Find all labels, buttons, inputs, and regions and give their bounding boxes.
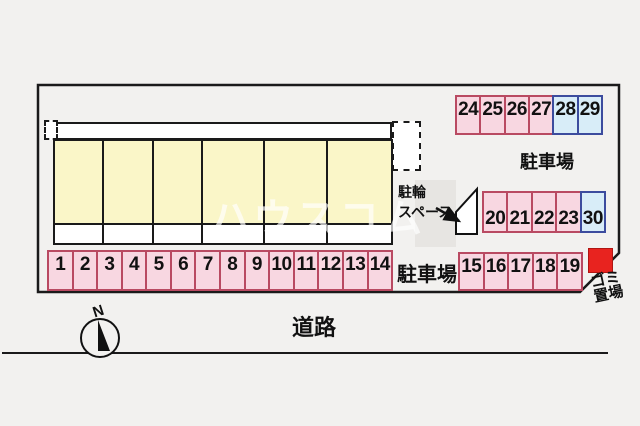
strip-cell-4 bbox=[203, 225, 266, 243]
parking-space-18: 18 bbox=[531, 252, 559, 291]
parking-space-10: 10 bbox=[268, 250, 295, 291]
parking-space-25: 25 bbox=[479, 95, 506, 135]
parking-space-14: 14 bbox=[366, 250, 394, 291]
parking-space-17: 17 bbox=[507, 252, 534, 291]
parking-space-16: 16 bbox=[482, 252, 510, 291]
building-bottom-strip bbox=[53, 223, 393, 245]
strip-cell-3 bbox=[154, 225, 204, 243]
parking-space-9: 9 bbox=[243, 250, 271, 291]
building-unit-2 bbox=[104, 141, 154, 223]
parking-space-19: 19 bbox=[556, 252, 583, 291]
strip-cell-1 bbox=[55, 225, 105, 243]
parking-space-22: 22 bbox=[530, 191, 558, 233]
parking-space-11: 11 bbox=[292, 250, 320, 291]
strip-cell-2 bbox=[104, 225, 154, 243]
parking-lot-label-bottom: 駐車場 bbox=[397, 264, 457, 286]
parking-space-12: 12 bbox=[317, 250, 344, 291]
building-unit-5 bbox=[265, 141, 328, 223]
parking-space-2: 2 bbox=[71, 250, 99, 291]
building-unit-1 bbox=[55, 141, 105, 223]
bicycle-space-label: 駐輪 スペース bbox=[398, 182, 452, 222]
building-top-corridor bbox=[56, 122, 392, 140]
parking-space-8: 8 bbox=[219, 250, 246, 291]
garbage-area-square bbox=[588, 248, 613, 273]
parking-space-4: 4 bbox=[120, 250, 148, 291]
parking-space-20: 20 bbox=[482, 191, 509, 233]
bicycle-leader-arrow bbox=[435, 206, 462, 223]
garbage-area-label: ゴミ 置場 bbox=[589, 268, 625, 306]
parking-space-29: 29 bbox=[576, 95, 603, 135]
parking-space-26: 26 bbox=[503, 95, 530, 135]
parking-space-15: 15 bbox=[458, 252, 485, 291]
bicycle-space-label-line1: 駐輪 bbox=[398, 184, 426, 200]
bicycle-space-label-line2: スペース bbox=[398, 204, 453, 220]
parking-space-1: 1 bbox=[47, 250, 74, 291]
parking-space-7: 7 bbox=[194, 250, 222, 291]
watermark-text: ハウスコム bbox=[210, 197, 425, 241]
dashed-outline-right bbox=[392, 121, 421, 171]
parking-space-5: 5 bbox=[145, 250, 172, 291]
parking-space-6: 6 bbox=[169, 250, 197, 291]
building-unit-4 bbox=[203, 141, 266, 223]
dashed-outline-left bbox=[44, 120, 58, 140]
parking-space-23: 23 bbox=[555, 191, 582, 233]
compass-needle bbox=[98, 320, 110, 351]
parking-space-27: 27 bbox=[527, 95, 555, 135]
strip-cell-5 bbox=[265, 225, 328, 243]
parking-space-21: 21 bbox=[506, 191, 533, 233]
parking-space-13: 13 bbox=[341, 250, 369, 291]
road-label: 道路 bbox=[292, 315, 337, 340]
building-unit-3 bbox=[154, 141, 204, 223]
parking-space-30: 30 bbox=[579, 191, 607, 233]
parking-space-24: 24 bbox=[455, 95, 482, 135]
parking-space-3: 3 bbox=[96, 250, 123, 291]
parking-lot-label-top: 駐車場 bbox=[520, 152, 574, 172]
parking-space-28: 28 bbox=[552, 95, 579, 135]
bicycle-space-shape bbox=[455, 186, 478, 235]
